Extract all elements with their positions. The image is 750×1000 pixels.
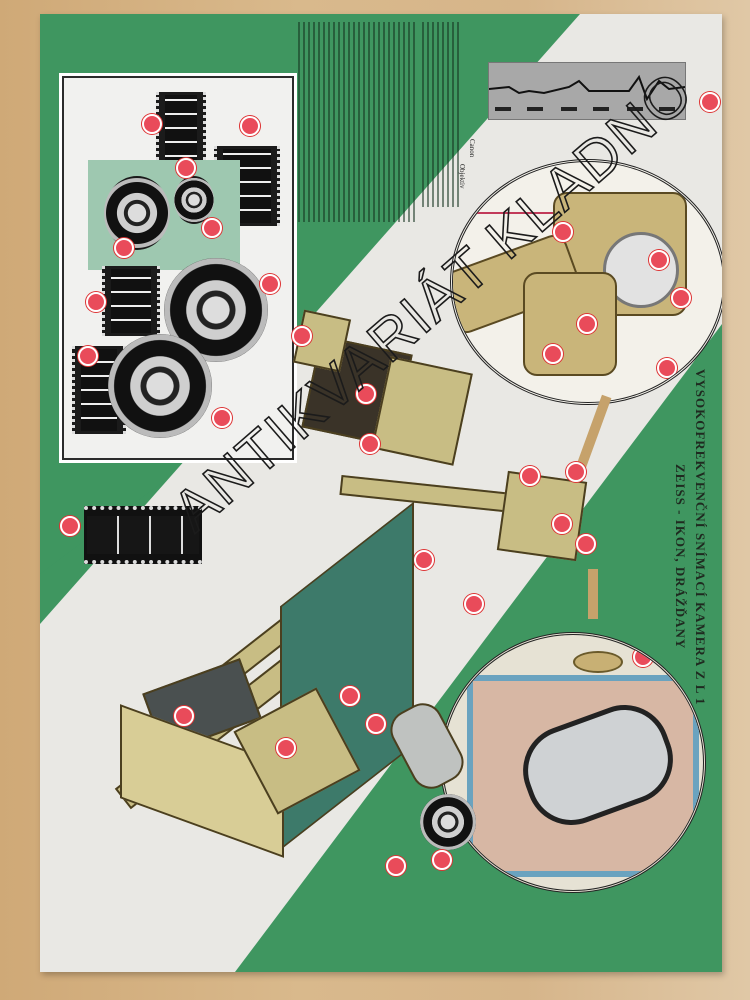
label-marker: [566, 462, 586, 482]
label-marker: [577, 314, 597, 334]
film-strip: [102, 266, 160, 336]
label-marker: [414, 550, 434, 570]
label-marker: [176, 158, 196, 178]
film-strip-horizontal: [84, 506, 202, 564]
label-marker: [292, 326, 312, 346]
label-marker: [360, 434, 380, 454]
label-marker: [366, 714, 386, 734]
label-marker: [86, 292, 106, 312]
text-fragment: Objektiv: [458, 164, 466, 189]
film-reels-panel: [62, 76, 294, 460]
arrow-connector: [588, 569, 598, 619]
oscillogram-strip: [488, 62, 686, 120]
label-marker: [553, 222, 573, 242]
camera-head-closeup: [450, 159, 722, 405]
camera-arm-beam: [339, 474, 515, 514]
label-marker: [700, 92, 720, 112]
label-marker: [649, 250, 669, 270]
label-marker: [432, 850, 452, 870]
label-marker: [142, 114, 162, 134]
label-marker: [240, 116, 260, 136]
label-marker: [543, 344, 563, 364]
label-marker: [552, 514, 572, 534]
label-marker: [174, 706, 194, 726]
label-marker: [114, 238, 134, 258]
label-marker: [520, 466, 540, 486]
label-marker: [340, 686, 360, 706]
page-subtitle: ZEISS - IKON, DRÁŽĎANY: [673, 464, 688, 650]
body-text-column-2: [422, 22, 460, 207]
label-marker: [657, 358, 677, 378]
film-spool: [420, 794, 476, 850]
text-fragment: Canon: [468, 139, 476, 158]
magazine-page: Canon Objektiv: [40, 14, 722, 972]
label-marker: [276, 738, 296, 758]
label-marker: [202, 218, 222, 238]
label-marker: [576, 534, 596, 554]
label-marker: [633, 647, 653, 667]
label-marker: [356, 384, 376, 404]
label-marker: [464, 594, 484, 614]
camera-lens-block: [523, 272, 617, 376]
label-marker: [386, 856, 406, 876]
label-marker: [671, 288, 691, 308]
film-reel: [104, 176, 170, 250]
film-reel: [108, 334, 212, 438]
label-marker: [260, 274, 280, 294]
arrow-connector: [574, 394, 612, 474]
body-text-column: [298, 22, 418, 222]
label-marker: [78, 346, 98, 366]
camera-unit: [496, 470, 588, 562]
waveform-icon: [488, 74, 686, 111]
page-title: VYSOKOFREKVENČNÍ SNÍMACÍ KAMERA Z L 1: [693, 369, 708, 706]
label-marker: [212, 408, 232, 428]
camera-magazine-closeup: [440, 632, 706, 893]
film-spool: [174, 176, 214, 224]
label-marker: [60, 516, 80, 536]
